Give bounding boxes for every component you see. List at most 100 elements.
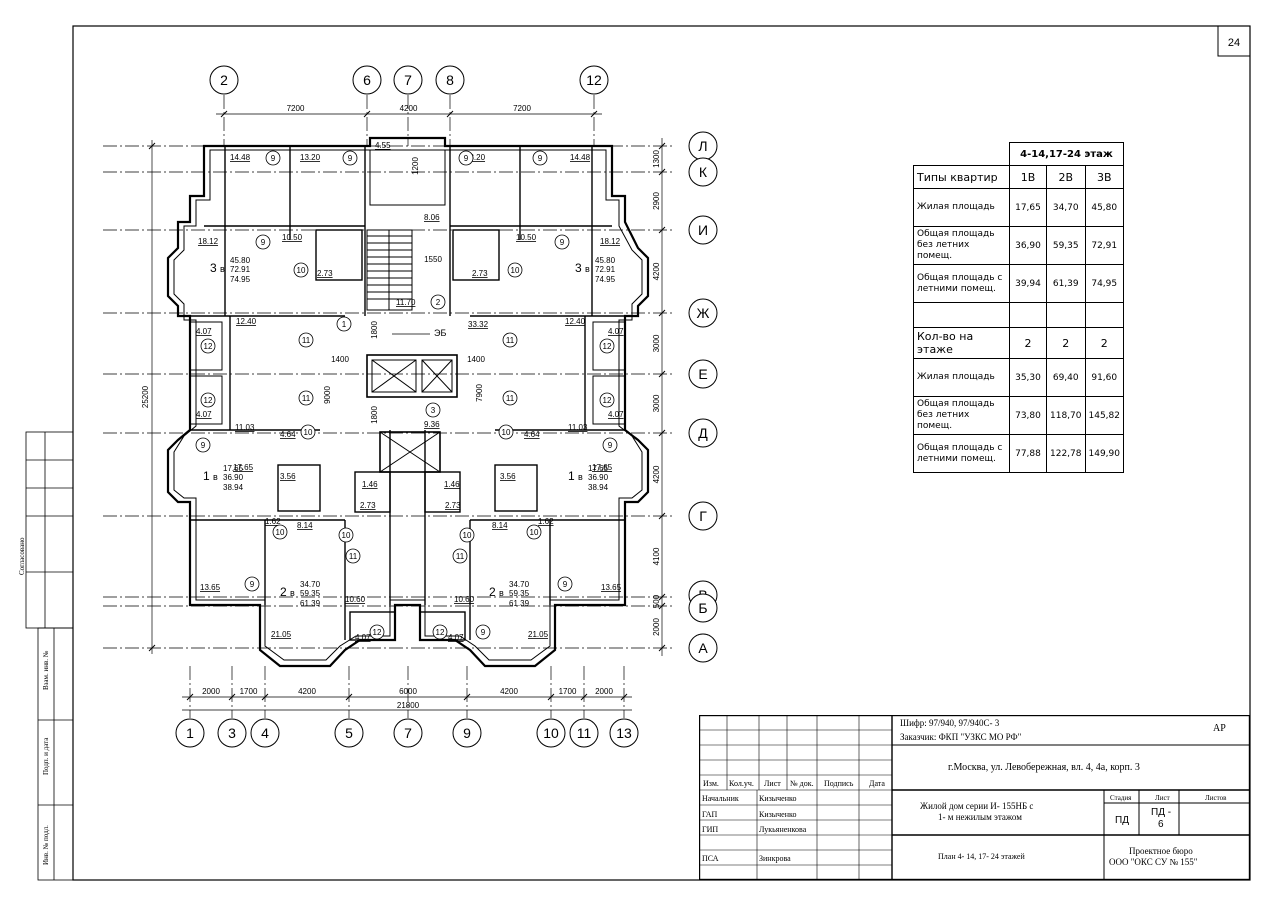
dim-tick — [658, 142, 666, 150]
stage-header: Стадия — [1110, 794, 1132, 802]
room-area: 4.07 — [196, 410, 212, 419]
dim-value: 500 — [652, 594, 661, 608]
axis-bubble — [250, 718, 280, 748]
axis-label: 7 — [404, 72, 412, 88]
room-number: 10 — [530, 528, 539, 537]
room-number: 3 — [431, 406, 436, 415]
room-number-bubble — [265, 150, 281, 166]
room-number-bubble — [300, 424, 316, 440]
axis-bubble — [217, 718, 247, 748]
apartment-total-area-summer: 74.95 — [595, 275, 616, 284]
room-area: 4.07 — [196, 327, 212, 336]
room-number: 10 — [502, 428, 511, 437]
spec-row: Общая площадь с летними помещ. 39,94 61,… — [913, 264, 1124, 303]
room-number-bubble — [502, 390, 518, 406]
room-area: 1.46 — [444, 480, 460, 489]
room-number: 2 — [436, 298, 441, 307]
apartment-total-area-summer: 61.39 — [509, 599, 530, 608]
apartment-type: 2 — [489, 585, 496, 599]
room-number-bubble — [452, 548, 468, 564]
room-number-bubble — [498, 424, 514, 440]
dim-value: 21800 — [397, 701, 420, 710]
inv-orig-label: Инв. № подл. — [42, 825, 50, 865]
room-number: 9 — [250, 580, 255, 589]
apartment-type: 1 — [568, 469, 575, 483]
dim-tick — [547, 693, 555, 701]
room-area: 13.20 — [465, 153, 486, 162]
room-number-bubble — [336, 316, 352, 332]
spec-count-label: Кол-во на этаже — [913, 327, 1010, 359]
spec-type: 2В — [1046, 165, 1086, 189]
room-area: 14.48 — [570, 153, 591, 162]
room-area: 17.65 — [592, 463, 613, 472]
room-area: 2.73 — [472, 269, 488, 278]
apartment-total-area-summer: 74.95 — [230, 275, 251, 284]
axis-bubble — [579, 65, 609, 95]
room-area: 13.65 — [200, 583, 221, 592]
room-area: 11.03 — [235, 423, 255, 432]
axis-label: 10 — [543, 725, 559, 741]
room-number: 11 — [506, 336, 515, 345]
axis-bubble — [536, 718, 566, 748]
dim-value: 4200 — [652, 465, 661, 483]
axis-label: 9 — [463, 725, 471, 741]
room-number-bubble — [425, 402, 441, 418]
spec-type: 1В — [1009, 165, 1047, 189]
dim-value: 1550 — [424, 255, 442, 264]
room-number-bubble — [342, 150, 358, 166]
dim-tick — [261, 693, 269, 701]
room-number: 9 — [538, 154, 543, 163]
room-number: 11 — [302, 394, 311, 403]
room-area: 21.05 — [528, 630, 549, 639]
dim-value: 1200 — [411, 157, 420, 175]
dim-value: 1400 — [467, 355, 485, 364]
title-block-lines — [699, 715, 1250, 880]
dim-value: 3000 — [652, 334, 661, 352]
axis-bubble — [175, 718, 205, 748]
axis-label: Е — [698, 366, 707, 382]
axis-label: 4 — [261, 725, 269, 741]
col-doc: № док. — [790, 779, 814, 788]
dim-value: 25200 — [141, 385, 150, 408]
axis-bubble — [334, 718, 364, 748]
room-area: 13.20 — [300, 153, 321, 162]
dim-tick — [186, 693, 194, 701]
room-number-bubble — [200, 338, 216, 354]
project-title: Жилой дом серии И- 155НБ с — [920, 801, 1034, 811]
room-number-bubble — [298, 390, 314, 406]
room-number-bubble — [602, 437, 618, 453]
dim-tick — [148, 142, 156, 150]
room-number: 9 — [271, 154, 276, 163]
staff-name: Кизыченко — [759, 810, 797, 819]
axis-bubble — [393, 65, 423, 95]
agreed-label: Согласовано — [18, 537, 26, 575]
axis-label: 8 — [446, 72, 454, 88]
room-number-bubble — [557, 576, 573, 592]
room-area: 4.07 — [355, 633, 371, 642]
room-area: 18.12 — [600, 237, 621, 246]
axis-bubble — [609, 718, 639, 748]
dim-tick — [446, 110, 454, 118]
inv-sub-label: Взам. инв. № — [42, 650, 50, 690]
sheets-header: Листов — [1205, 794, 1227, 802]
apartment-total-area: 59.35 — [509, 589, 530, 598]
room-number-bubble — [345, 548, 361, 564]
room-number-bubble — [459, 527, 475, 543]
room-area: 4.64 — [524, 430, 540, 439]
apartment-type-suffix: в — [499, 588, 504, 598]
room-area: 8.14 — [297, 521, 313, 530]
apartment-total-area: 72.91 — [595, 265, 616, 274]
room-number: 9 — [464, 154, 469, 163]
title-block: Шифр: 97/940, 97/940С- 3 Заказчик: ФКП "… — [699, 715, 1250, 880]
axis-label: 2 — [220, 72, 228, 88]
staff-role: ПСА — [702, 854, 719, 863]
room-area: 2.73 — [360, 501, 376, 510]
spec-type: 3В — [1084, 165, 1124, 189]
axis-label: 12 — [586, 72, 602, 88]
room-area: 33.32 — [468, 320, 489, 329]
spec-row: Общая площадь с летними помещ. 77,88 122… — [913, 434, 1124, 473]
room-number: 9 — [560, 238, 565, 247]
